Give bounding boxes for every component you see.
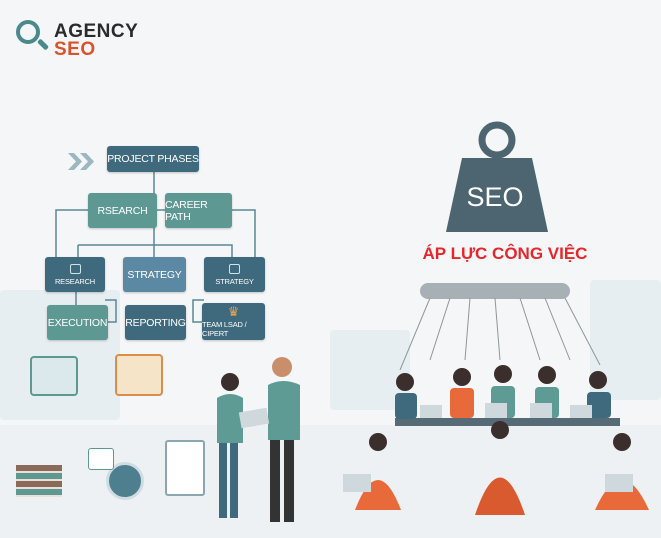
box-label: PROJECT PHASES — [107, 153, 199, 165]
box-label: REPORTING — [125, 316, 186, 329]
box-label: STRATEGY — [215, 276, 254, 286]
box-strategy: STRATEGY — [123, 257, 186, 292]
clipboard-icon — [165, 440, 205, 496]
box-career-path: CAREER PATH — [165, 193, 232, 228]
box-strategy-check: STRATEGY — [204, 257, 265, 292]
box-label: RSEARCH — [97, 204, 148, 217]
logo-line1: AGENCY — [54, 21, 139, 42]
open-book-icon — [30, 356, 78, 396]
headline: ÁP LỰC CÔNG VIỆC — [422, 244, 588, 263]
magnifier-logo-icon — [16, 20, 40, 44]
box-label: CAREER PATH — [165, 198, 208, 223]
box-label: RESEARCH — [54, 276, 96, 286]
checklist-icon — [69, 263, 81, 274]
crown-icon: ♛ — [227, 304, 240, 319]
man-figure — [238, 357, 300, 522]
box-project-phases: PROJECT PHASES — [107, 146, 199, 172]
box-execution: EXECUTION — [47, 305, 108, 340]
box-rsearch: RSEARCH — [88, 193, 157, 228]
logo-line2: SEO — [54, 39, 96, 60]
box-label: STRATEGY — [127, 268, 182, 281]
box-reporting: REPORTING — [125, 305, 186, 340]
box-label: TEAM LSAD / CIPERT — [202, 320, 247, 338]
open-book-icon — [115, 354, 163, 396]
woman-figure — [217, 373, 243, 518]
globe-icon — [106, 462, 144, 500]
box-label: EXECUTION — [47, 316, 108, 329]
checkmark-icon — [229, 263, 240, 274]
seo-weight-label: SEO — [466, 182, 524, 212]
book-stack-icon — [16, 465, 62, 497]
box-team-lead: ♛TEAM LSAD / CIPERT — [202, 303, 265, 340]
checkmark-card-icon — [88, 448, 114, 470]
box-research: RESEARCH — [45, 257, 105, 292]
